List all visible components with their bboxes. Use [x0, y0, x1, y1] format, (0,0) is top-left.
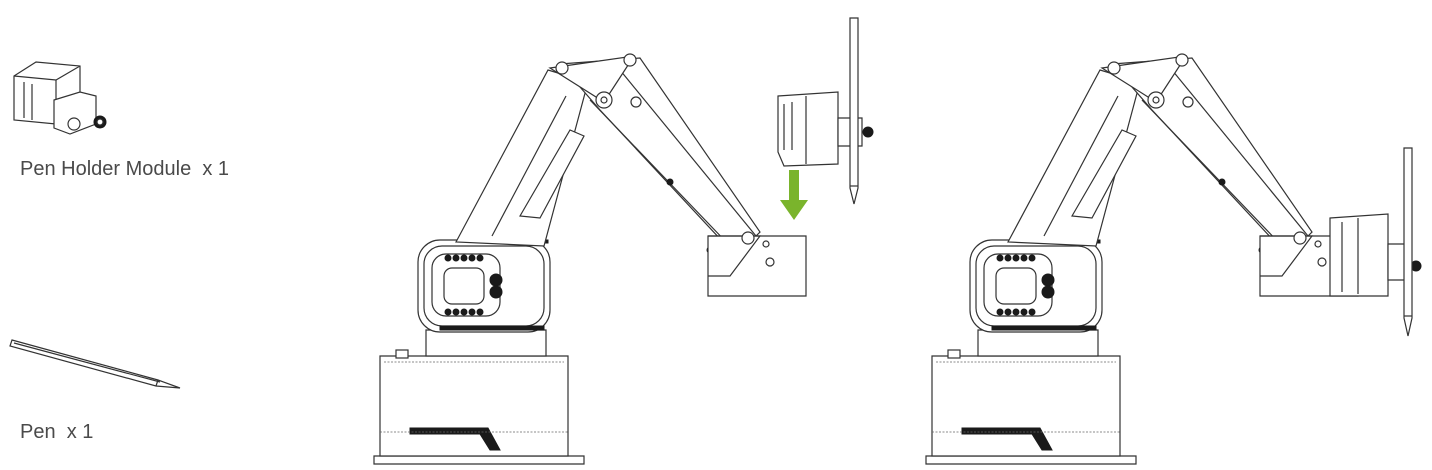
pen-holder-module-illustration: [13, 61, 107, 135]
pen-illustration: [9, 339, 181, 389]
robot-arm-illustration: [373, 53, 807, 465]
pen-holder-module-label: Pen Holder Module x 1: [20, 158, 230, 180]
pen-holder-module-illustration: [777, 17, 874, 205]
pen-label: Pen x 1: [20, 421, 94, 443]
down-arrow-icon: [780, 170, 808, 220]
robot-arm-illustration: [925, 53, 1422, 465]
